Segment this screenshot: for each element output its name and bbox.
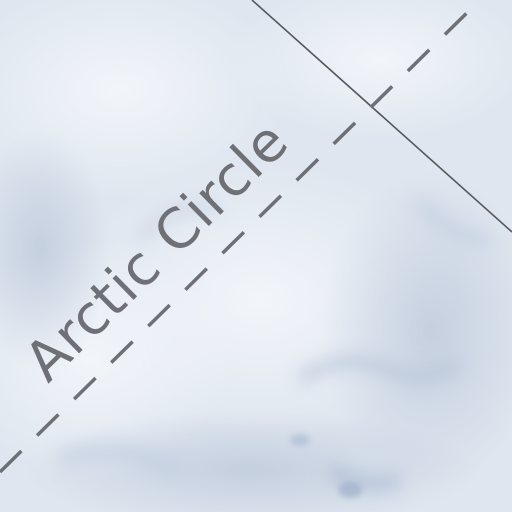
- arctic-circle-line: [0, 0, 482, 474]
- meridian-line: [251, 0, 512, 233]
